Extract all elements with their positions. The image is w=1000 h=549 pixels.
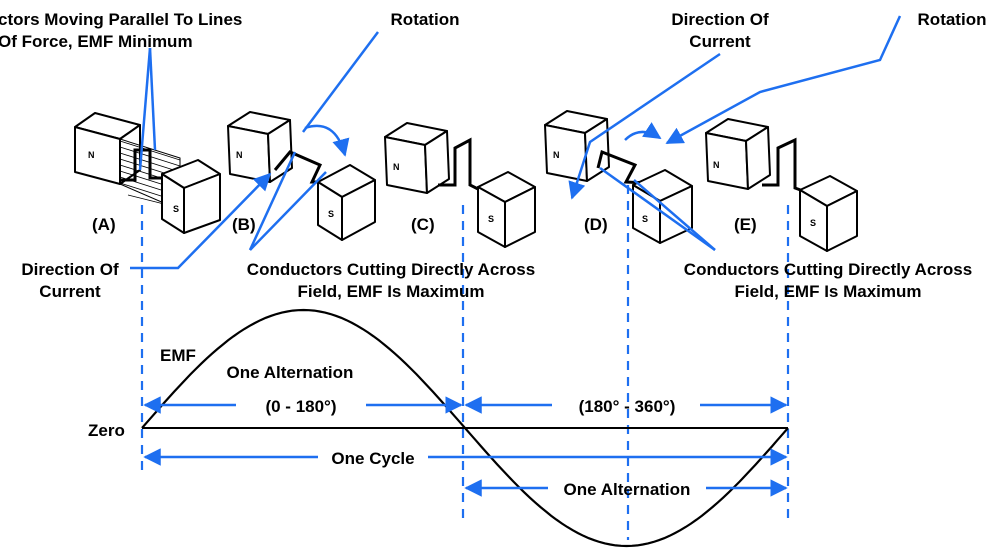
svg-text:N: N xyxy=(393,162,400,172)
range-second: (180° - 360°) xyxy=(579,397,676,416)
cutting-label-2-line1: Conductors Cutting Directly Across xyxy=(684,260,972,279)
position-d: (D) xyxy=(584,215,608,234)
generator-a: N S xyxy=(74,112,221,234)
generator-e: N S xyxy=(705,118,858,252)
cutting-label-1-line2: Field, EMF Is Maximum xyxy=(297,282,484,301)
magnet-n-b: N xyxy=(227,111,293,183)
magnet-n-d: N xyxy=(544,110,610,182)
magnet-s-e: S xyxy=(799,175,858,252)
emf-waveform xyxy=(141,308,789,548)
rotation-label-2: Rotation xyxy=(918,10,987,29)
cutting-label-2-line2: Field, EMF Is Maximum xyxy=(734,282,921,301)
svg-text:N: N xyxy=(713,160,720,170)
parallel-label-line1: ctors Moving Parallel To Lines xyxy=(0,10,242,29)
svg-text:S: S xyxy=(173,204,179,214)
magnet-s-a: S xyxy=(161,159,221,234)
sine-curve xyxy=(141,308,789,548)
position-c: (C) xyxy=(411,215,435,234)
direction-current-left-line2: Current xyxy=(39,282,101,301)
magnet-n-c: N xyxy=(384,122,450,194)
magnet-s-c: S xyxy=(477,171,536,248)
cutting-label-1-line1: Conductors Cutting Directly Across xyxy=(247,260,535,279)
magnet-n-e: N xyxy=(705,118,771,190)
text-labels: ctors Moving Parallel To Lines Of Force,… xyxy=(0,10,986,499)
dimension-arrows xyxy=(143,396,788,497)
position-b: (B) xyxy=(232,215,256,234)
svg-text:N: N xyxy=(88,150,95,160)
position-a: (A) xyxy=(92,215,116,234)
svg-text:N: N xyxy=(236,150,243,160)
dashed-reference-lines xyxy=(140,185,790,540)
generator-c: N S xyxy=(384,122,536,248)
one-alternation-bottom: One Alternation xyxy=(564,480,691,499)
one-alternation-top: One Alternation xyxy=(227,363,354,382)
one-cycle: One Cycle xyxy=(331,449,414,468)
rotation-label-1: Rotation xyxy=(391,10,460,29)
magnet-s-d: S xyxy=(632,169,693,244)
svg-text:S: S xyxy=(488,214,494,224)
direction-current-top-line2: Current xyxy=(689,32,751,51)
svg-text:S: S xyxy=(642,214,648,224)
parallel-label-line2: Of Force, EMF Minimum xyxy=(0,32,193,51)
generator-d: N S xyxy=(544,110,693,244)
svg-text:N: N xyxy=(553,150,560,160)
zero-label: Zero xyxy=(88,421,125,440)
svg-text:S: S xyxy=(810,218,816,228)
range-first: (0 - 180°) xyxy=(265,397,336,416)
magnet-n-a: N xyxy=(74,112,141,185)
position-e: (E) xyxy=(734,215,757,234)
direction-current-top-line1: Direction Of xyxy=(671,10,769,29)
magnet-s-b: S xyxy=(317,164,376,241)
emf-label: EMF xyxy=(160,346,196,365)
direction-current-left-line1: Direction Of xyxy=(21,260,119,279)
callout-lines xyxy=(130,15,902,270)
svg-text:S: S xyxy=(328,209,334,219)
